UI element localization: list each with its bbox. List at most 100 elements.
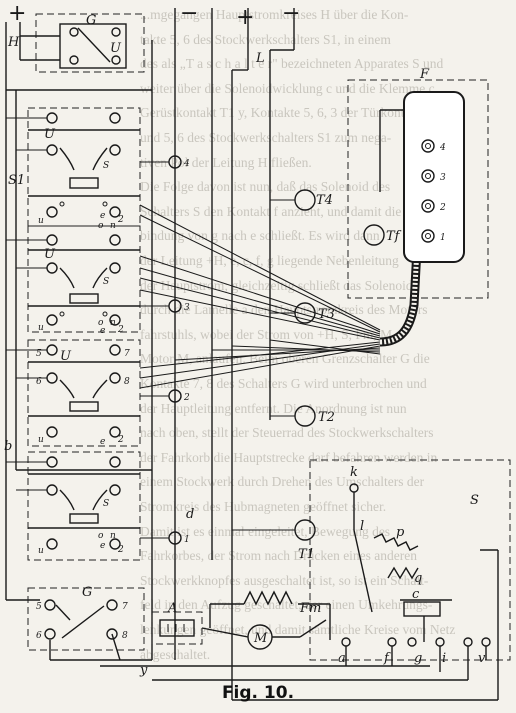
label-T2: T2 — [318, 410, 335, 425]
label-q: q — [414, 571, 422, 586]
bottom-switch-8: 8 — [122, 631, 128, 641]
label-U-top: U — [110, 41, 122, 56]
show-through-line: und 5, 6 des Stockwerkschalters S1 zum n… — [140, 130, 392, 145]
show-through-line: weiter über die Solenoidwicklung c und d… — [140, 80, 435, 96]
svg-text:u: u — [38, 546, 44, 556]
label-S1: S1 — [8, 173, 25, 188]
floor-terminals — [140, 155, 182, 545]
svg-text:5: 5 — [36, 349, 42, 359]
bottom-switch-6: 6 — [36, 631, 42, 641]
label-minus-a: − — [180, 1, 198, 26]
label-T4: T4 — [316, 193, 333, 208]
label-y: y — [139, 663, 148, 678]
bottom-circuit — [27, 459, 511, 701]
show-through-line: tiven Pol der Leitung H fließen. — [140, 154, 312, 170]
svg-text:n: n — [110, 221, 116, 231]
svg-text:S: S — [103, 277, 109, 287]
svg-text:e: e — [100, 326, 105, 336]
show-through-line: einem Stockwerk durch Drehen des Umschal… — [140, 474, 425, 490]
label-Tf: Tf — [386, 229, 402, 244]
svg-text:n: n — [110, 531, 116, 541]
svg-text:2: 2 — [117, 215, 124, 225]
car-button-1: 1 — [440, 233, 446, 243]
bottom-switch-5: 5 — [36, 602, 42, 612]
svg-text:u: u — [38, 435, 44, 445]
terminal-number-4: 4 — [183, 159, 190, 169]
left-bus — [5, 74, 152, 601]
bottom-switch-7: 7 — [122, 602, 128, 612]
svg-text:2: 2 — [117, 325, 124, 335]
supply-rails — [151, 8, 295, 700]
svg-text:e: e — [100, 211, 105, 221]
car-button-4: 4 — [439, 143, 446, 153]
svg-text:o: o — [98, 531, 104, 541]
label-a: a — [338, 651, 346, 666]
svg-text:U: U — [44, 247, 56, 262]
label-T3: T3 — [318, 307, 335, 322]
svg-text:e: e — [100, 541, 105, 551]
door-contacts — [232, 189, 385, 541]
car-button-3: 3 — [440, 173, 446, 183]
svg-text:e: e — [100, 437, 105, 447]
label-p: p — [396, 525, 405, 540]
label-F: F — [419, 67, 430, 82]
label-T1: T1 — [298, 547, 315, 562]
label-c: c — [412, 587, 420, 602]
flexible-cable — [379, 229, 423, 347]
label-plus-top: + — [8, 1, 26, 26]
label-plus-L: + — [236, 5, 254, 30]
cable-fan — [139, 204, 381, 389]
terminal-number-1: 1 — [184, 535, 190, 545]
label-f: f — [383, 651, 391, 666]
floor-switch-unit-1 — [27, 451, 141, 561]
show-through-line: des als „T a s c h a l t e r" bezeichnet… — [140, 56, 444, 72]
figure-caption: Fig. 10. — [221, 683, 295, 703]
floor-switch-unit-3 — [27, 225, 141, 333]
floor-switch-unit-4 — [27, 107, 141, 227]
svg-text:o: o — [98, 221, 104, 231]
label-S: S — [470, 493, 479, 508]
label-minus-b: − — [282, 1, 300, 26]
floor-switch-unit-2 — [27, 339, 141, 447]
show-through-line: Damit ist es einmal eingeleitet, Bewegun… — [140, 523, 391, 539]
show-through-line: der Hauptstrom; gleichzeitig schließt da… — [140, 277, 413, 293]
diagram-labels: + H G U + − − L F S1 T4 Tf T3 T2 T1 b d … — [4, 1, 486, 678]
show-through-line: fahrstuhls, wobei der Strom von +H, S, F… — [140, 326, 393, 342]
label-M: M — [253, 631, 268, 646]
label-k: k — [350, 465, 358, 480]
svg-text:2: 2 — [117, 545, 124, 555]
label-b: b — [4, 439, 12, 454]
svg-text:8: 8 — [124, 377, 130, 387]
show-through-line: takte 5, 6 des Stockwerkschalters S1, in… — [140, 31, 391, 47]
svg-text:S: S — [103, 161, 109, 171]
show-through-line: nach oben, stellt der Steuerrad des Stoc… — [140, 425, 434, 441]
label-G-bottom: G — [82, 585, 92, 600]
svg-text:7: 7 — [124, 349, 130, 359]
svg-text:u: u — [38, 216, 44, 226]
label-Fm: Fm — [299, 601, 321, 616]
show-through-line: ...mgegangen Hauptstromkreises H über di… — [140, 7, 409, 22]
svg-text:6: 6 — [36, 377, 42, 387]
svg-text:u: u — [38, 323, 44, 333]
label-i: i — [442, 651, 446, 666]
show-through-line: feld in den Aufzug geschaltet, der einen… — [140, 597, 433, 613]
show-through-line: Stockwerkknopfes ausgeschaltet ist, so i… — [140, 572, 429, 588]
label-l: l — [360, 519, 364, 534]
show-through-line: der Fahrkorb die Hauptstrecke darf befah… — [140, 449, 438, 465]
car-button-2: 2 — [439, 203, 446, 213]
svg-text:S: S — [103, 499, 109, 509]
floor-switch-stack — [6, 107, 141, 561]
show-through-line: bindung von g nach e schließt. Es wird d… — [140, 228, 380, 244]
mains-supply-H — [5, 13, 145, 74]
show-through-line: der Hauptleitung entfernt. Die Anordnung… — [140, 400, 407, 416]
show-through-line: Fahrkorbes, der Strom nach Drücken eines… — [140, 548, 418, 564]
car-panel-F — [347, 79, 489, 299]
show-through-line: lenkungen geöffnet, und damit sämtliche … — [140, 622, 456, 637]
show-through-line: Die Folge davon ist nun, daß das Solenoi… — [140, 179, 391, 195]
svg-text:n: n — [110, 318, 116, 328]
svg-text:U: U — [44, 127, 56, 142]
label-v: v — [478, 651, 486, 666]
label-A: A — [167, 601, 177, 616]
label-d: d — [186, 507, 194, 522]
